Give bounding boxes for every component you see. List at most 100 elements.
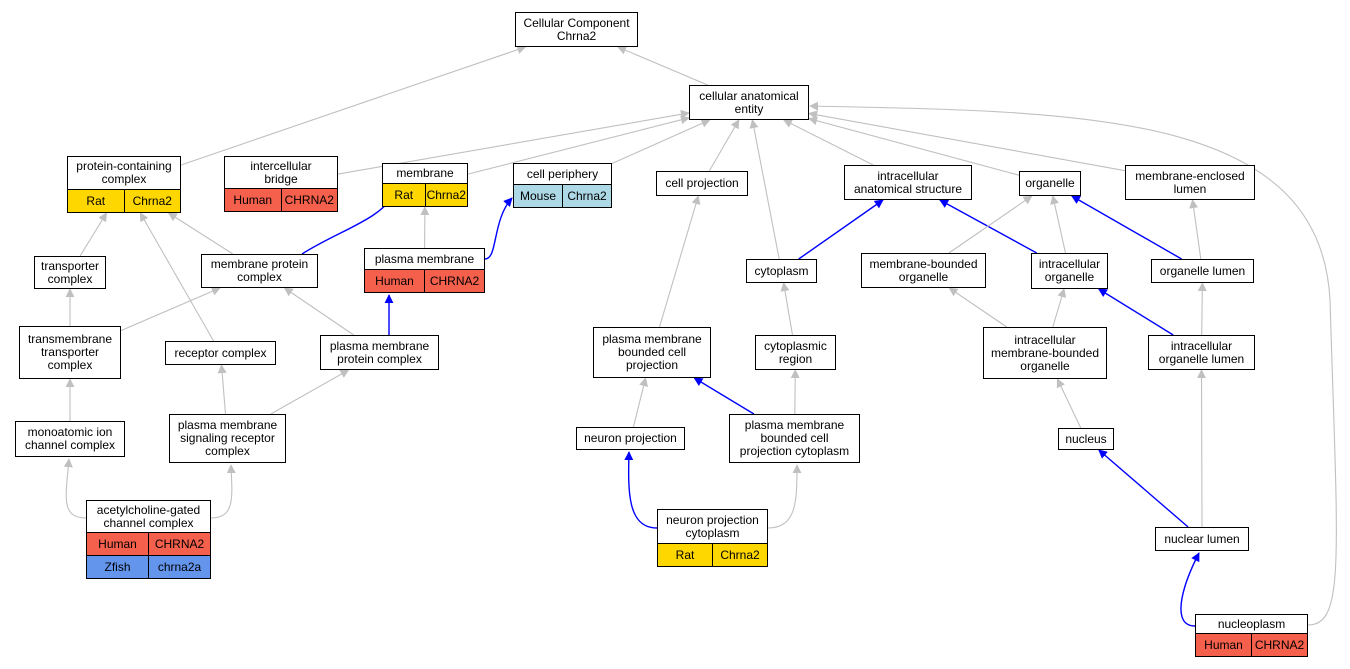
annotation-row: Human CHRNA2 bbox=[365, 269, 484, 292]
term-label: membrane-enclosed lumen bbox=[1135, 168, 1245, 196]
species-cell: Rat bbox=[675, 547, 695, 562]
annotation-row: Rat Chrna2 bbox=[68, 189, 180, 212]
term-node-trc[interactable]: transporter complex bbox=[34, 256, 106, 289]
edge-nplasm-to-nl bbox=[1180, 552, 1200, 627]
gene-cell: Chrna2 bbox=[712, 544, 767, 566]
edge-io-to-org bbox=[1050, 195, 1067, 254]
species-cell: Mouse bbox=[519, 188, 557, 203]
term-label: intracellular organelle bbox=[1038, 257, 1101, 284]
term-label: nuclear lumen bbox=[1164, 531, 1240, 546]
term-node-rc[interactable]: receptor complex bbox=[165, 341, 276, 365]
annotation-row: Zfish chrna2a bbox=[87, 555, 210, 578]
term-label: plasma membrane protein complex bbox=[329, 338, 430, 366]
edge-mpc-to-pcc bbox=[167, 212, 234, 255]
species-cell: Rat bbox=[86, 193, 106, 208]
gene-cell: CHRNA2 bbox=[148, 533, 210, 555]
edge-imbo-to-io bbox=[1052, 288, 1067, 328]
term-node-pmsrc[interactable]: plasma membrane signaling receptor compl… bbox=[169, 414, 286, 463]
edge-pmpc-to-mpc bbox=[283, 287, 355, 336]
edge-ol-to-org bbox=[1071, 195, 1182, 260]
term-node-imbo[interactable]: intracellular membrane-bounded organelle bbox=[983, 327, 1107, 379]
term-label: membrane-bounded organelle bbox=[869, 256, 978, 284]
term-node-cyto[interactable]: cytoplasm bbox=[746, 259, 817, 283]
species-cell: Human bbox=[98, 536, 137, 551]
edge-imbo-to-mbo bbox=[948, 287, 1008, 328]
term-node-ol[interactable]: organelle lumen bbox=[1151, 259, 1254, 283]
edge-pmbcpc-to-pmbcp bbox=[693, 377, 755, 415]
edge-org-to-cae bbox=[808, 116, 1020, 176]
edge-np-to-pmbcp bbox=[632, 377, 649, 428]
term-node-cr[interactable]: cytoplasmic region bbox=[755, 335, 836, 370]
annotation-row: Human CHRNA2 bbox=[225, 188, 337, 211]
term-node-mic[interactable]: monoatomic ion channel complex bbox=[15, 421, 125, 457]
term-node-cproj[interactable]: cell projection bbox=[656, 171, 748, 196]
term-node-io[interactable]: intracellular organelle bbox=[1031, 253, 1108, 289]
term-label: organelle bbox=[1025, 176, 1075, 190]
term-node-np[interactable]: neuron projection bbox=[576, 427, 685, 450]
term-node-org[interactable]: organelle bbox=[1019, 171, 1081, 196]
term-label: cell periphery bbox=[526, 166, 599, 181]
term-label: monoatomic ion channel complex bbox=[24, 425, 116, 452]
term-node-pmbcp[interactable]: plasma membrane bounded cell projection bbox=[593, 327, 711, 378]
term-node-iol[interactable]: intracellular organelle lumen bbox=[1148, 335, 1255, 370]
edge-pmbcpc-to-cr bbox=[790, 369, 800, 415]
edge-nl-to-iol bbox=[1197, 369, 1207, 528]
edge-iol-to-io bbox=[1097, 288, 1174, 336]
gene-cell: Chrna2 bbox=[123, 190, 181, 212]
term-label: Cellular Component Chrna2 bbox=[523, 15, 630, 43]
term-label: membrane bbox=[396, 166, 454, 180]
edge-cproj-to-cae bbox=[708, 119, 740, 172]
term-label: intercellular bridge bbox=[250, 158, 312, 186]
edge-ol-to-mel bbox=[1189, 199, 1202, 260]
term-label: intracellular organelle lumen bbox=[1158, 338, 1245, 366]
term-node-nuc[interactable]: nucleus bbox=[1058, 428, 1114, 450]
species-cell: Zfish bbox=[104, 559, 131, 574]
species-cell: Human bbox=[1204, 637, 1243, 652]
term-node-root[interactable]: Cellular Component Chrna2 bbox=[515, 12, 638, 47]
term-label: cell projection bbox=[665, 176, 739, 190]
term-node-mpc[interactable]: membrane protein complex bbox=[201, 254, 318, 288]
term-label: receptor complex bbox=[174, 345, 267, 360]
edge-acgcc-to-pmsrc bbox=[210, 464, 236, 519]
gene-cell: CHRNA2 bbox=[424, 270, 484, 292]
term-node-cae[interactable]: cellular anatomical entity bbox=[689, 85, 809, 120]
term-label: transmembrane transporter complex bbox=[27, 332, 113, 372]
edge-pmbcp-to-cproj bbox=[658, 195, 701, 328]
species-cell: Human bbox=[375, 273, 414, 288]
term-label: plasma membrane bounded cell projection bbox=[602, 332, 702, 372]
term-label: plasma membrane bbox=[374, 251, 475, 266]
gene-cell: CHRNA2 bbox=[280, 189, 338, 211]
edge-npc-to-np bbox=[624, 451, 658, 529]
species-cell: Human bbox=[233, 192, 273, 207]
term-node-mel[interactable]: membrane-enclosed lumen bbox=[1125, 165, 1255, 200]
annotation-row: Human CHRNA2 bbox=[87, 532, 210, 555]
term-node-nl[interactable]: nuclear lumen bbox=[1155, 527, 1249, 551]
term-node-mbo[interactable]: membrane-bounded organelle bbox=[861, 253, 986, 288]
edge-rc-to-pcc bbox=[139, 212, 215, 342]
edge-nl-to-nuc bbox=[1098, 449, 1189, 528]
gene-cell: chrna2a bbox=[148, 556, 210, 578]
edge-mem-to-cae bbox=[467, 115, 690, 175]
edge-iol-to-ol bbox=[1197, 282, 1207, 336]
term-label: acetylcholine-gated channel complex bbox=[96, 502, 201, 530]
term-label: neuron projection bbox=[584, 431, 677, 445]
term-label: cytoplasm bbox=[754, 263, 809, 278]
term-label: cytoplasmic region bbox=[764, 338, 827, 366]
term-node-ttc[interactable]: transmembrane transporter complex bbox=[19, 326, 121, 379]
edge-cyto-to-ias bbox=[798, 199, 884, 260]
edge-nuc-to-imbo bbox=[1056, 378, 1082, 429]
term-node-ias[interactable]: intracellular anatomical structure bbox=[844, 165, 972, 200]
edge-trc-to-pcc bbox=[79, 212, 107, 257]
term-node-pmpc[interactable]: plasma membrane protein complex bbox=[320, 335, 439, 370]
term-node-pmbcpc[interactable]: plasma membrane bounded cell projection … bbox=[729, 414, 860, 463]
